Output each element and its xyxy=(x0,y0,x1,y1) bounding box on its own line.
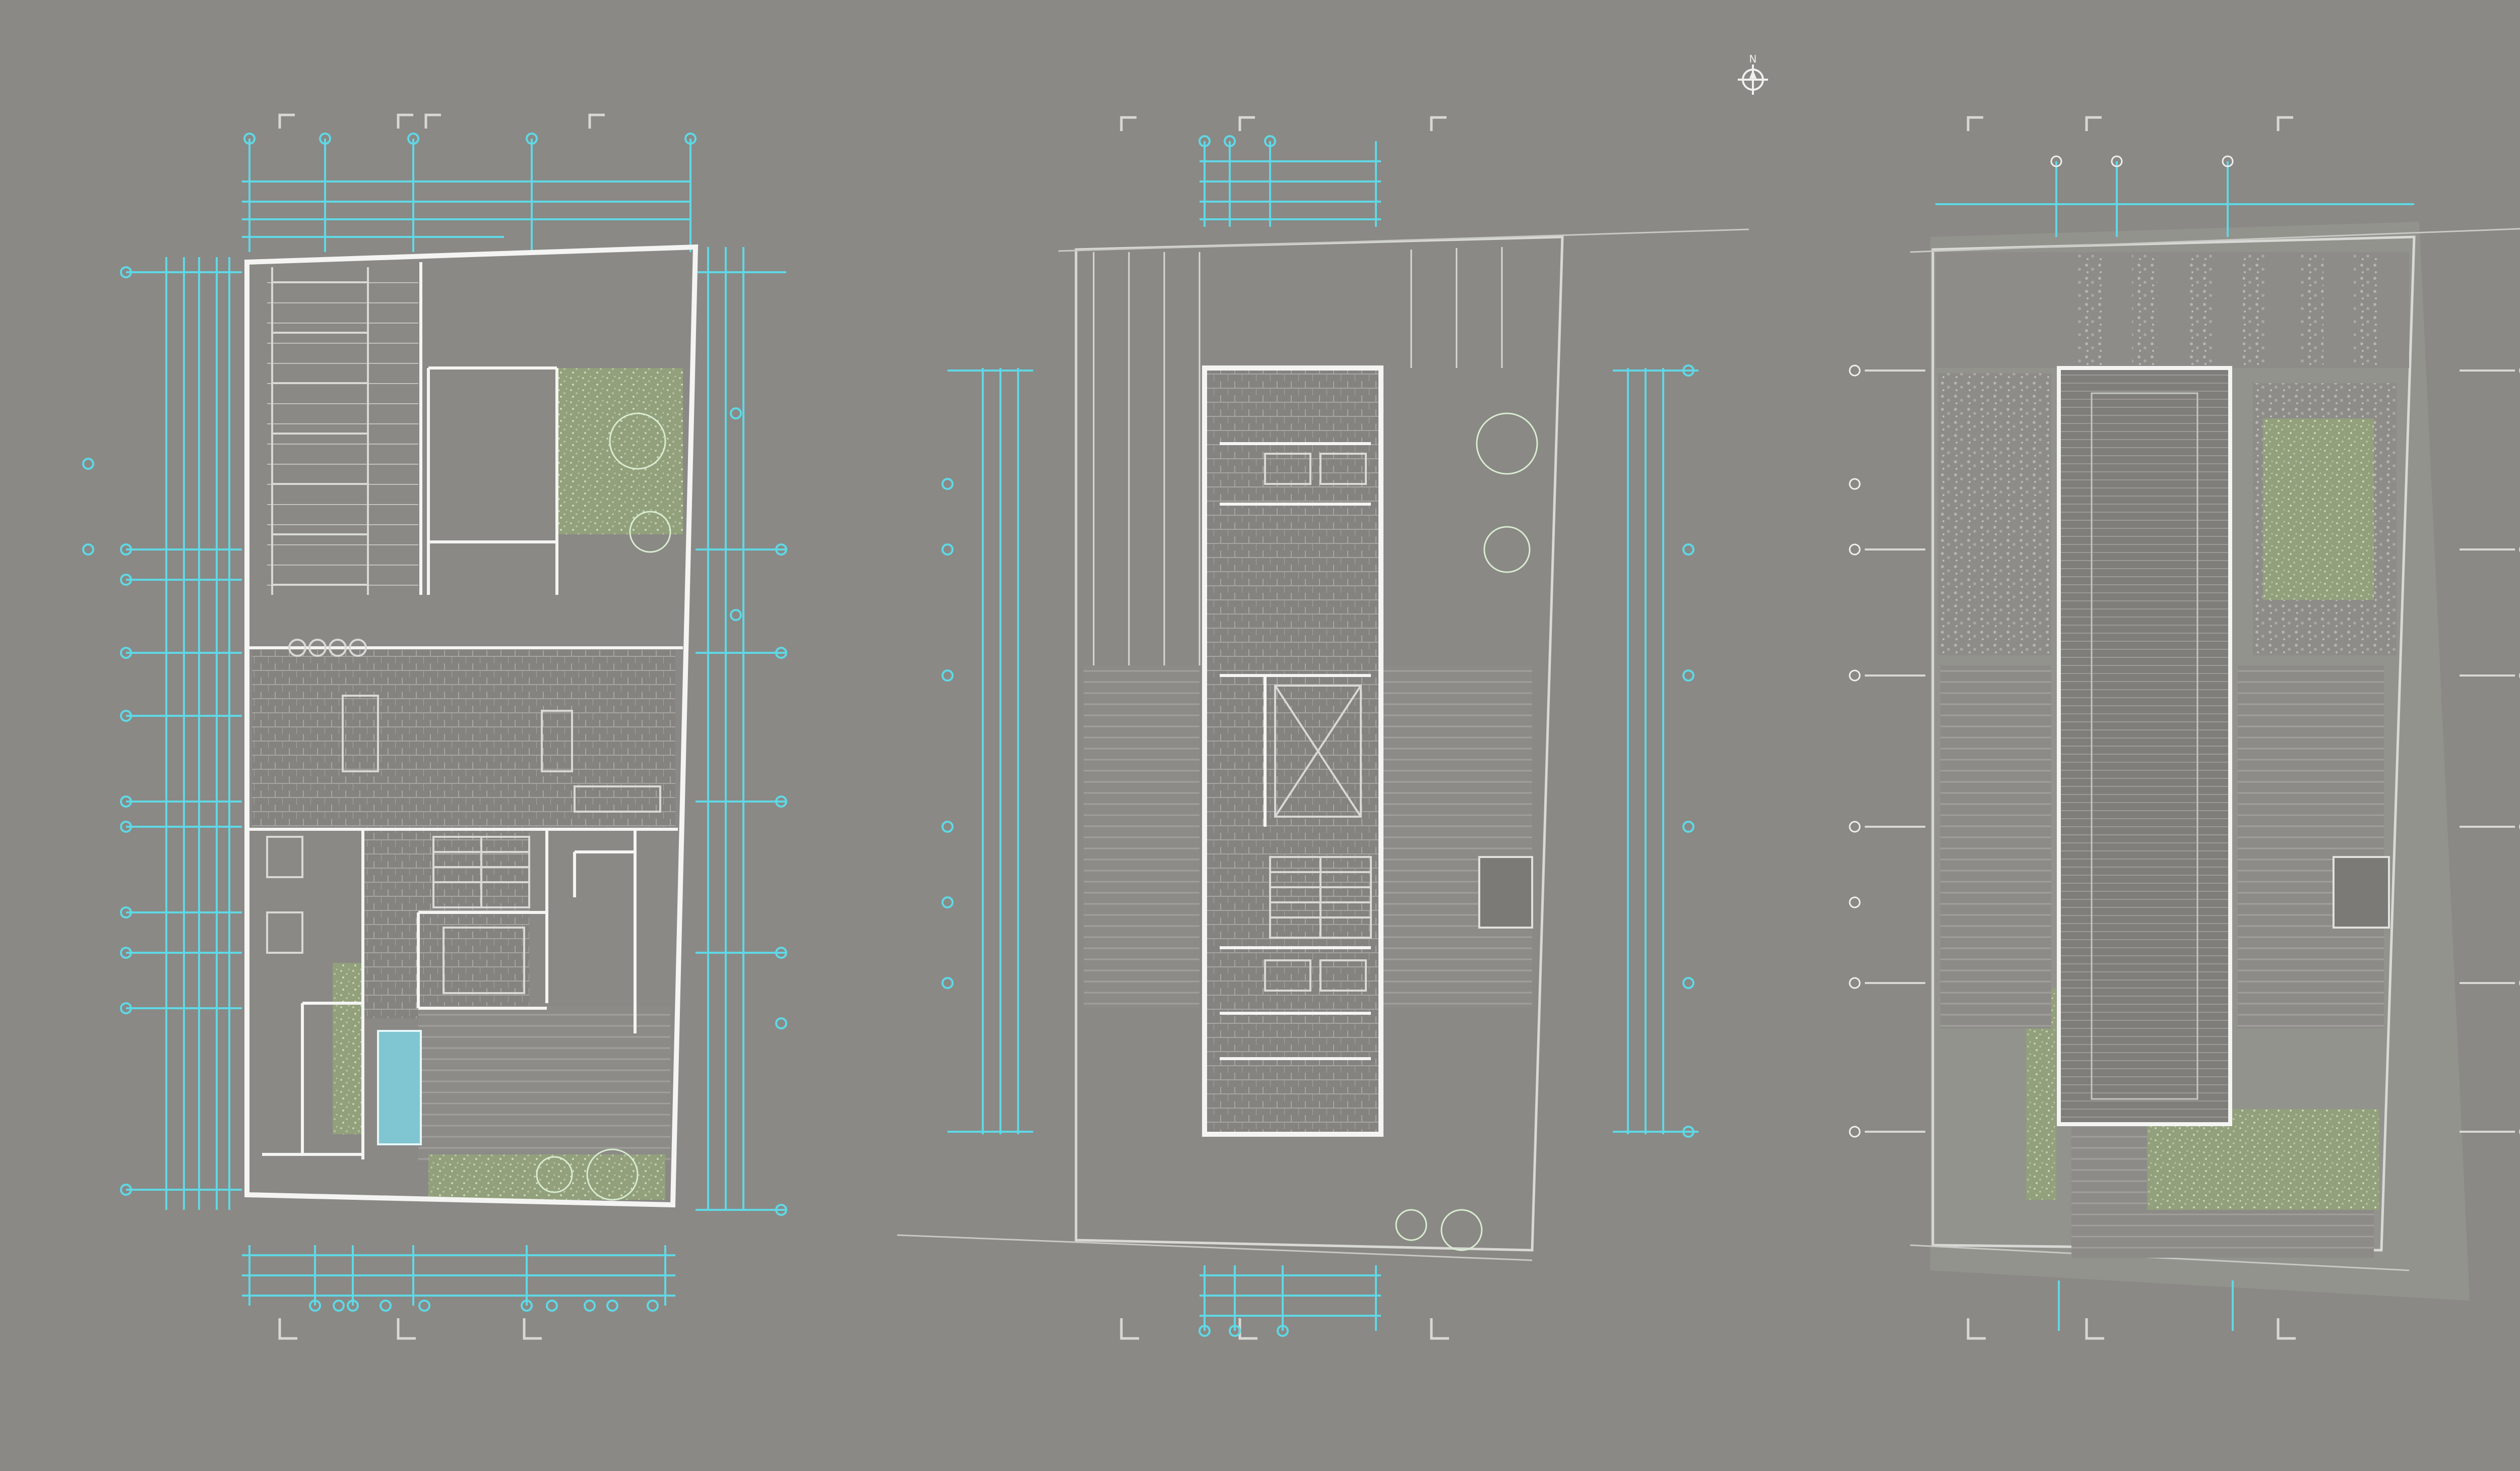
top-dimension-lines xyxy=(242,133,697,252)
right-dimension-lines xyxy=(1613,364,1698,1138)
left-dimension-lines xyxy=(82,257,242,1210)
plan-roof xyxy=(1849,116,2520,1340)
pool xyxy=(377,1030,422,1145)
upper-floor-walls xyxy=(1220,442,1371,1060)
upper-floor-closets xyxy=(1264,453,1367,992)
section-markers xyxy=(1120,116,1449,1340)
parking-bays xyxy=(271,267,369,595)
plan-upper-floor xyxy=(897,116,1749,1340)
right-dimension-lines xyxy=(696,247,787,1216)
parking-area xyxy=(267,267,418,590)
garden-patio xyxy=(557,368,683,534)
ground-floor-outline xyxy=(244,244,699,1208)
left-terrace xyxy=(1084,665,1200,1008)
tree-icon xyxy=(1395,412,1538,1251)
plan-ground-floor xyxy=(82,113,787,1340)
upper-floor-lot-outline xyxy=(1075,235,1564,1252)
roof-grid-bubbles xyxy=(1849,155,2520,1138)
top-dimension-lines xyxy=(1199,135,1381,227)
main-roof xyxy=(2057,366,2232,1126)
roof-grid-axes xyxy=(1935,161,2414,1331)
upper-floor-facade-frames xyxy=(1093,247,1503,665)
bottom-dimension-lines xyxy=(1199,1265,1381,1337)
upper-floor-outline xyxy=(1202,365,1383,1137)
section-markers xyxy=(1967,116,2296,1340)
rear-garden xyxy=(428,1154,665,1200)
upper-floor-stair xyxy=(1269,856,1372,939)
tree-icon xyxy=(536,412,671,1201)
roof-pebble-panels xyxy=(2076,255,2379,365)
bottom-dimension-lines xyxy=(242,1245,675,1312)
north-arrow-icon: N xyxy=(1738,53,1768,95)
roof-lot-outline xyxy=(1931,235,2416,1252)
right-terrace xyxy=(1381,665,1532,1008)
left-dimension-lines xyxy=(941,368,1033,1134)
ground-floor-stair xyxy=(432,836,530,908)
roof-edge-ticks xyxy=(1865,370,2515,1133)
section-markers xyxy=(278,113,605,1340)
ground-floor-walls xyxy=(247,262,683,1159)
north-label: N xyxy=(1749,53,1757,65)
roof-garden xyxy=(2263,418,2374,600)
ground-floor-furniture xyxy=(266,639,661,994)
